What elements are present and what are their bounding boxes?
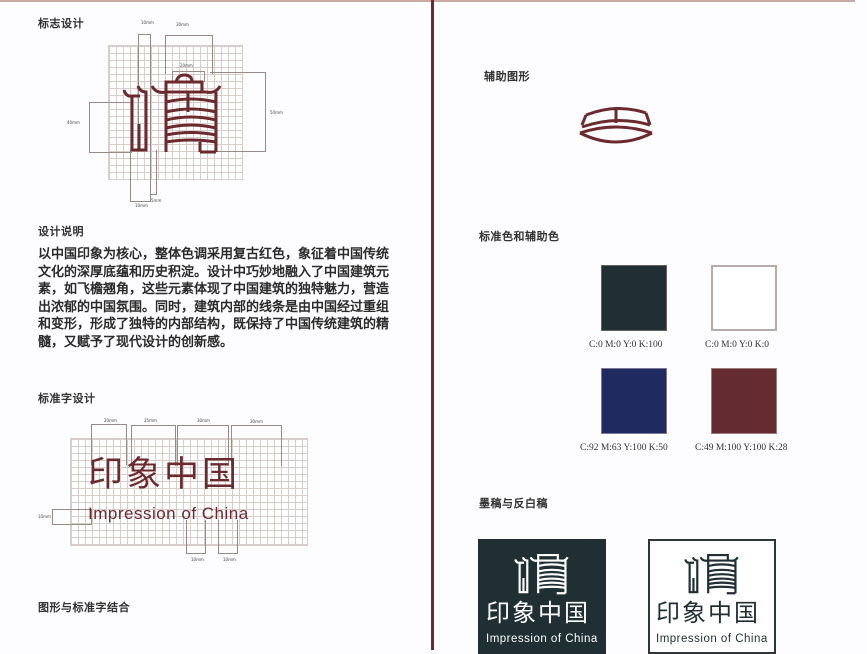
chinese-wordmark: 印象中国 (656, 599, 760, 627)
dimension-line (165, 35, 213, 74)
dimension-label: 30mm (197, 418, 210, 423)
combination-heading: 图形与标准字结合 (38, 601, 130, 614)
dimension-label: 30mm (250, 419, 263, 424)
logo-grid (108, 45, 243, 180)
dimension-label: 10mm (223, 557, 236, 562)
dimension-label: 10mm (191, 557, 204, 562)
logo-design-heading: 标志设计 (38, 17, 84, 30)
swatch-white (711, 265, 777, 331)
dimension-line (150, 150, 157, 195)
english-wordmark: Impression of China (656, 633, 768, 645)
dimension-line (210, 72, 266, 152)
chinese-wordmark: 印象中国 (486, 599, 590, 627)
dimension-line (138, 34, 151, 152)
dimension-line (231, 425, 282, 466)
dimension-label: 40mm (67, 120, 80, 125)
swatch-label: C:0 M:0 Y:0 K:0 (705, 340, 769, 350)
pavilion-logo-icon (684, 554, 739, 595)
swatch-label: C:49 M:100 Y:100 K:28 (695, 443, 788, 453)
dimension-label: 10mm (38, 514, 51, 519)
swatch-label: C:0 M:0 Y:0 K:100 (589, 340, 663, 350)
dimension-line (172, 71, 205, 82)
dimension-label: 20mm (180, 63, 193, 68)
english-wordmark: Impression of China (88, 504, 249, 523)
pavilion-logo-icon (514, 554, 569, 595)
reversed-logo-panel: 印象中国 Impression of China (478, 539, 606, 654)
dimension-line (52, 509, 92, 525)
design-notes-paragraph: 以中国印象为核心，整体色调采用复古红色，象征着中国传统文化的深厚底蕴和历史积淀。… (38, 247, 390, 350)
swatch-navy (601, 368, 667, 434)
english-wordmark: Impression of China (486, 633, 598, 645)
dimension-label: 30mm (176, 22, 189, 27)
dimension-label: 50mm (270, 110, 283, 115)
dimension-line (186, 520, 206, 554)
dimension-label: 5mm (151, 198, 162, 203)
top-rule (0, 0, 855, 2)
aux-graphic-icon (579, 107, 653, 144)
dimension-line (131, 425, 176, 466)
dimension-label: 10mm (135, 203, 148, 208)
design-notes-heading: 设计说明 (38, 225, 84, 238)
dimension-line (130, 150, 151, 202)
swatch-black (601, 265, 667, 331)
colors-heading: 标准色和辅助色 (479, 230, 560, 243)
mono-heading: 墨稿与反白稿 (479, 497, 548, 510)
standard-type-heading: 标准字设计 (38, 392, 96, 405)
dimension-line (89, 102, 132, 153)
swatch-burgundy (711, 368, 777, 434)
dimension-line (177, 425, 229, 466)
dimension-label: 20mm (104, 418, 117, 423)
wordmark-grid (70, 438, 308, 546)
mono-logo-panel: 印象中国 Impression of China (648, 539, 776, 654)
chinese-wordmark: 印象中国 (88, 455, 241, 495)
dimension-line (218, 520, 238, 554)
swatch-label: C:92 M:63 Y:100 K:50 (580, 443, 668, 453)
pavilion-logo-icon (122, 73, 222, 154)
aux-graphic-heading: 辅助图形 (484, 70, 530, 83)
dimension-label: 25mm (144, 418, 157, 423)
dimension-line (91, 424, 127, 465)
dimension-label: 10mm (141, 20, 154, 25)
page-divider (431, 0, 434, 650)
